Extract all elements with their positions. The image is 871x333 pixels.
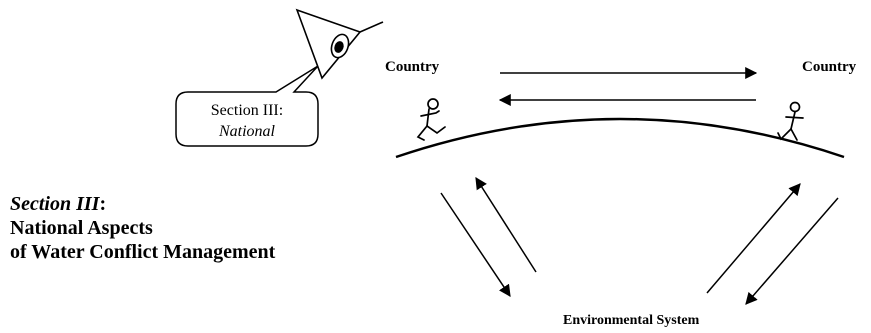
- world-arc: [395, 117, 845, 159]
- environmental-system-label: Environmental System: [563, 313, 700, 328]
- section-heading-section-label: Section III: [10, 193, 100, 215]
- section-heading-colon: :: [99, 193, 107, 215]
- stick-figure-left-icon: [416, 98, 446, 141]
- stick-figure-right-icon: [777, 101, 804, 141]
- observer-eye-icon: [295, 8, 384, 80]
- country-left-label: Country: [385, 59, 440, 75]
- arrow-right-country-to-environment: [745, 197, 839, 305]
- speech-bubble-line-2: National: [218, 123, 275, 140]
- speech-bubble-line-1: Section III:: [210, 102, 284, 119]
- speech-bubble: [175, 65, 319, 147]
- arrow-right-environment-to-country: [706, 183, 801, 294]
- arrow-left-country-to-environment: [440, 192, 511, 297]
- section-heading: Section III: National Aspects of Water C…: [10, 192, 275, 264]
- section-heading-line-3: of Water Conflict Management: [10, 241, 276, 263]
- speech-bubble-text: Section III: National: [176, 100, 318, 142]
- section-heading-line-1: Section III:: [10, 192, 275, 216]
- section-heading-line-2: National Aspects: [10, 217, 153, 239]
- arrow-left-environment-to-country: [475, 176, 537, 273]
- country-right-label: Country: [802, 59, 857, 75]
